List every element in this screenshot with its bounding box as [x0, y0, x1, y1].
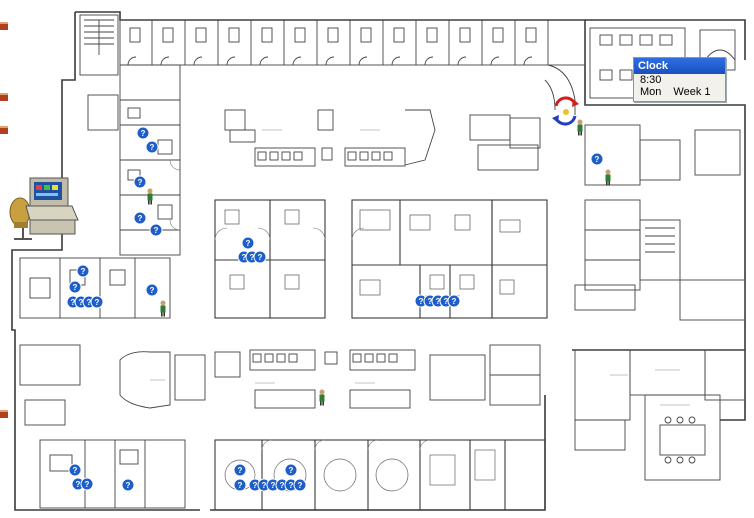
svg-text:?: ?	[289, 481, 294, 490]
clock-time: 8:30	[640, 74, 662, 86]
refresh-arrows-icon[interactable]	[552, 96, 579, 126]
svg-text:?: ?	[150, 143, 155, 152]
svg-text:?: ?	[79, 298, 84, 307]
svg-text:?: ?	[138, 214, 143, 223]
help-question-icon[interactable]: ?	[136, 126, 150, 140]
svg-text:?: ?	[95, 298, 100, 307]
svg-text:?: ?	[87, 298, 92, 307]
help-question-icon[interactable]: ?	[68, 463, 82, 477]
svg-text:?: ?	[154, 226, 159, 235]
help-question-icon[interactable]: ?	[133, 175, 147, 189]
svg-text:?: ?	[271, 481, 276, 490]
right-wing	[574, 124, 746, 481]
svg-text:?: ?	[452, 297, 457, 306]
svg-text:?: ?	[141, 129, 146, 138]
help-question-icon[interactable]: ?	[71, 477, 85, 491]
nurse-station-bottom	[119, 344, 541, 409]
help-question-icon[interactable]: ?	[414, 294, 428, 308]
help-question-icon[interactable]: ?	[76, 264, 90, 278]
svg-text:?: ?	[246, 239, 251, 248]
computer-workstation-icon[interactable]	[9, 177, 79, 240]
clock-day: Mon	[640, 86, 662, 98]
help-question-icon[interactable]: ?	[68, 280, 82, 294]
help-question-icon[interactable]: ?	[590, 152, 604, 166]
help-question-icon[interactable]: ?	[233, 478, 247, 492]
toolbox-icon[interactable]	[0, 410, 8, 418]
staff-person-icon[interactable]	[147, 188, 153, 205]
patient-markers: ? ? ? ? ? ? ? ? ? ? ? ? ? ? ? ? ? ? ? ? …	[66, 126, 604, 492]
svg-text:?: ?	[428, 297, 433, 306]
help-question-icon[interactable]: ?	[293, 478, 307, 492]
staff-person-icon[interactable]	[160, 300, 166, 317]
svg-text:?: ?	[81, 267, 86, 276]
clock-panel: Clock 8:30 Mon Week 1	[633, 57, 726, 102]
staff-markers	[147, 119, 611, 406]
help-question-icon[interactable]: ?	[149, 223, 163, 237]
svg-text:?: ?	[238, 481, 243, 490]
help-question-icon[interactable]: ?	[241, 236, 255, 250]
staff-person-icon[interactable]	[319, 389, 325, 406]
svg-text:?: ?	[242, 253, 247, 262]
help-question-icon[interactable]: ?	[121, 478, 135, 492]
svg-text:?: ?	[289, 466, 294, 475]
svg-text:?: ?	[419, 297, 424, 306]
clock-date-row: Mon Week 1	[634, 86, 725, 98]
svg-text:?: ?	[253, 481, 258, 490]
svg-text:?: ?	[444, 297, 449, 306]
svg-text:?: ?	[436, 297, 441, 306]
help-question-icon[interactable]: ?	[275, 478, 289, 492]
svg-text:?: ?	[595, 155, 600, 164]
svg-text:?: ?	[238, 466, 243, 475]
help-question-icon[interactable]: ?	[253, 250, 267, 264]
toolbox-icon[interactable]	[0, 126, 8, 134]
help-question-icon[interactable]: ?	[284, 463, 298, 477]
help-question-icon[interactable]: ?	[90, 295, 104, 309]
central-fixtures	[224, 209, 521, 296]
svg-text:?: ?	[73, 466, 78, 475]
clock-title[interactable]: Clock	[634, 58, 725, 74]
svg-text:?: ?	[76, 480, 81, 489]
svg-text:?: ?	[262, 481, 267, 490]
bottom-rooms	[214, 439, 546, 511]
svg-text:?: ?	[298, 481, 303, 490]
help-question-icon[interactable]: ?	[233, 463, 247, 477]
svg-text:?: ?	[85, 480, 90, 489]
svg-text:?: ?	[138, 178, 143, 187]
top-patient-rooms	[79, 14, 586, 76]
svg-text:?: ?	[126, 481, 131, 490]
toolbox-icon[interactable]	[0, 93, 8, 101]
svg-text:?: ?	[73, 283, 78, 292]
svg-text:?: ?	[258, 253, 263, 262]
help-question-icon[interactable]: ?	[145, 283, 159, 297]
toolbox-icon[interactable]	[0, 22, 8, 30]
help-question-icon[interactable]: ?	[133, 211, 147, 225]
clock-week: Week 1	[673, 86, 711, 98]
staff-person-icon[interactable]	[577, 119, 583, 136]
help-question-icon[interactable]: ?	[447, 294, 461, 308]
room-label-marks	[150, 129, 690, 406]
svg-text:?: ?	[280, 481, 285, 490]
nurse-station-top	[224, 109, 541, 171]
staff-person-icon[interactable]	[605, 169, 611, 186]
door-swings	[169, 159, 461, 451]
help-question-icon[interactable]: ?	[145, 140, 159, 154]
svg-text:?: ?	[71, 298, 76, 307]
help-question-icon[interactable]: ?	[80, 477, 94, 491]
svg-text:?: ?	[150, 286, 155, 295]
central-rooms	[214, 199, 548, 319]
left-rooms	[19, 64, 186, 509]
svg-text:?: ?	[250, 253, 255, 262]
